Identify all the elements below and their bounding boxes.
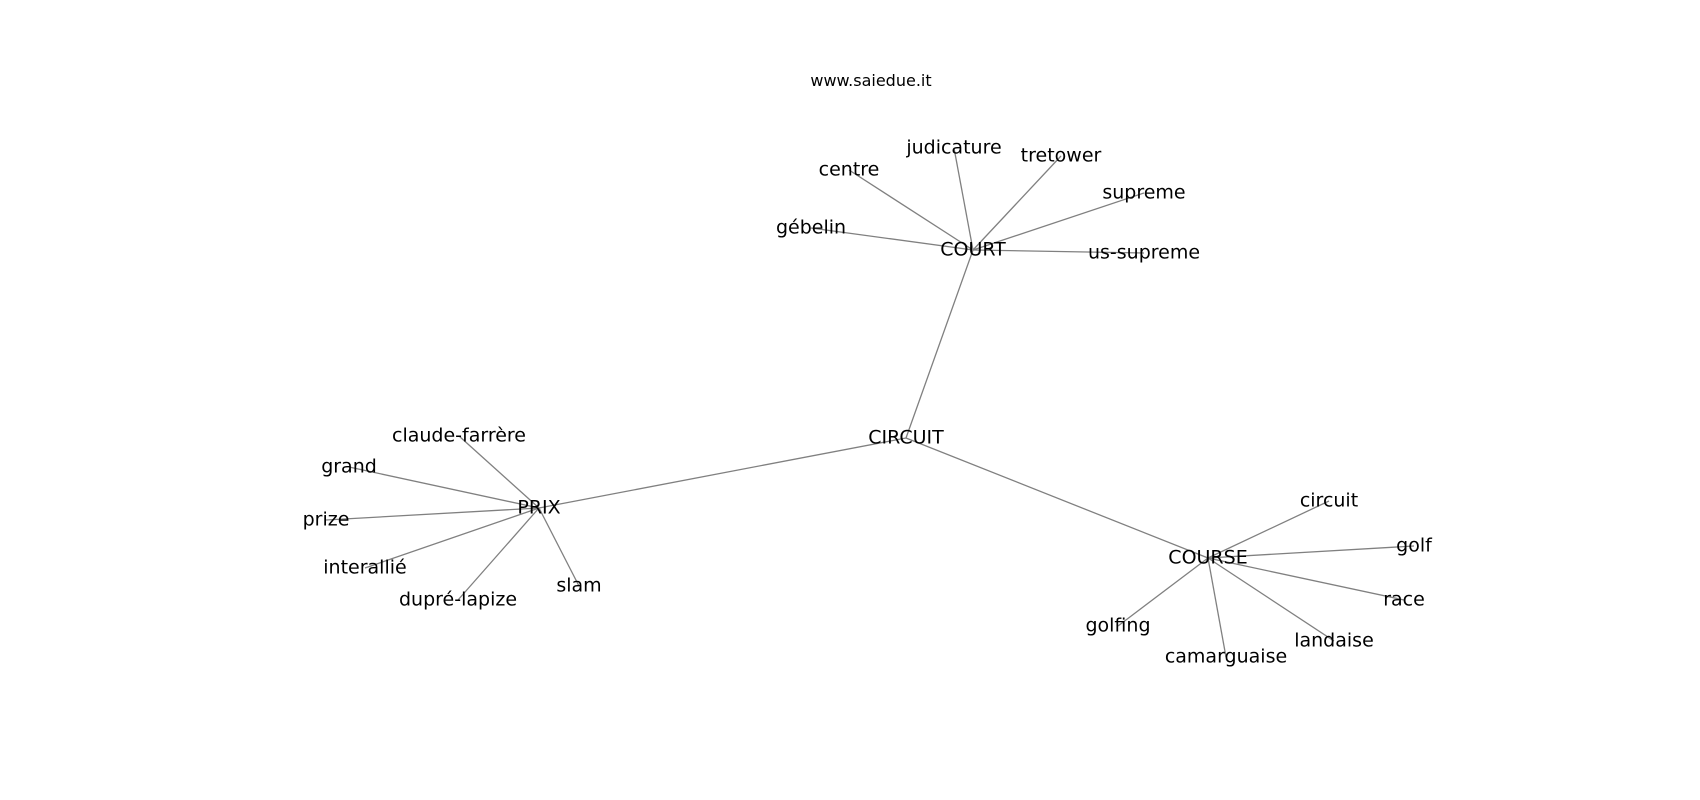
node-label-us-supreme: us-supreme — [1088, 242, 1200, 264]
edge-circuit-course — [905, 437, 1209, 559]
edge-prix-prize — [325, 507, 540, 521]
node-label-golfing: golfing — [1085, 615, 1150, 637]
node-label-prix: PRIX — [517, 497, 560, 519]
edge-course-camarguaise — [1207, 557, 1227, 658]
node-label-course: COURSE — [1168, 547, 1247, 569]
edge-circuit-court — [905, 249, 974, 439]
node-label-judicature: judicature — [905, 137, 1001, 159]
edge-prix-slam — [538, 507, 580, 587]
node-label-tretower: tretower — [1021, 145, 1102, 167]
edge-course-golf — [1207, 545, 1415, 559]
edge-court-centre — [848, 169, 974, 251]
node-label-supreme: supreme — [1102, 182, 1185, 204]
node-label-interallie: interallié — [323, 557, 406, 579]
node-label-camarguaise: camarguaise — [1165, 646, 1287, 668]
watermark-text: www.saiedue.it — [810, 71, 932, 90]
node-label-prize: prize — [303, 509, 350, 531]
edge-course-circuit — [1207, 500, 1330, 559]
node-label-claude-farrere: claude-farrère — [392, 425, 526, 447]
edge-court-judicature — [953, 147, 974, 251]
edge-course-landaise — [1207, 557, 1335, 642]
edge-prix-interallie — [364, 507, 540, 569]
node-label-centre: centre — [819, 159, 880, 181]
edge-court-gebelin — [810, 227, 974, 251]
node-label-landaise: landaise — [1294, 630, 1374, 652]
node-label-circuit: circuit — [1300, 490, 1358, 512]
edge-court-us-supreme — [972, 249, 1145, 254]
node-label-race: race — [1383, 589, 1425, 611]
node-label-grand: grand — [321, 456, 377, 478]
edge-course-golfing — [1117, 557, 1209, 627]
node-label-slam: slam — [556, 575, 601, 597]
node-layer: CIRCUIT COURT PRIX COURSE judicature tretower… — [303, 137, 1434, 668]
node-label-golf: golf — [1396, 535, 1433, 557]
edge-prix-claude-farrere — [458, 435, 540, 509]
node-label-gebelin: gébelin — [776, 217, 846, 239]
node-label-circuit: CIRCUIT — [868, 427, 944, 449]
node-label-dupre-lapize: dupré-lapize — [399, 589, 517, 611]
edge-circuit-prix — [538, 437, 907, 509]
node-label-court: COURT — [940, 239, 1006, 261]
edge-layer — [325, 147, 1415, 658]
edge-course-race — [1207, 557, 1405, 601]
edge-prix-dupre-lapize — [457, 507, 540, 601]
edge-prix-grand — [348, 466, 540, 509]
edge-court-tretower — [972, 155, 1062, 251]
edge-court-supreme — [972, 192, 1145, 251]
